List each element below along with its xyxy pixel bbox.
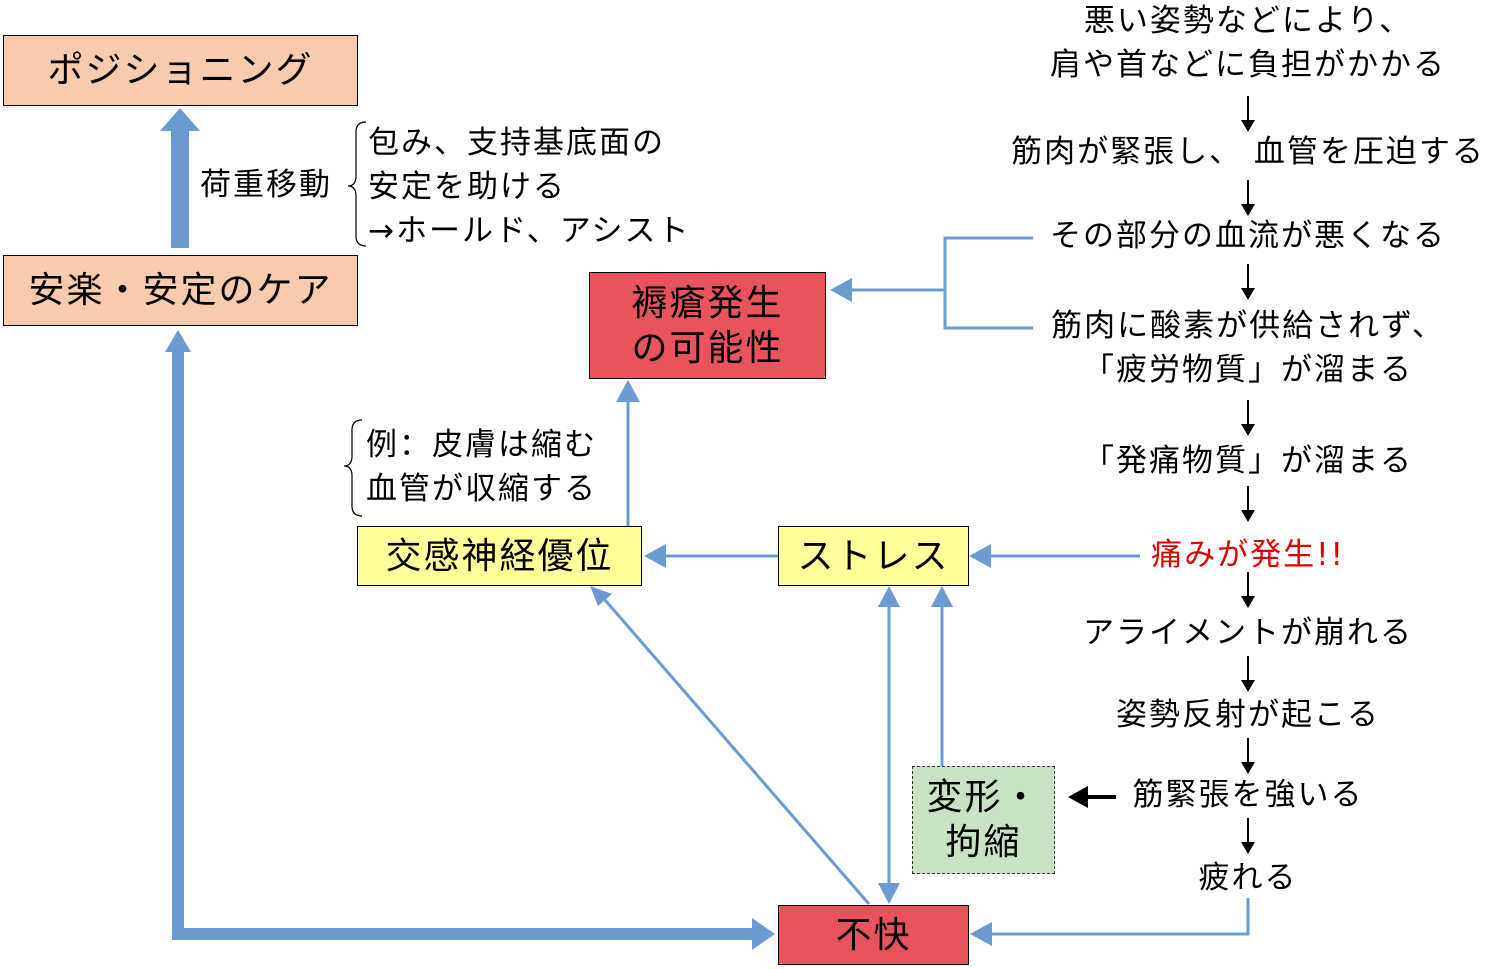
pressure-ulcer-box: 褥瘡発生 の可能性 [589, 272, 826, 379]
flow-step-1-line1: 悪い姿勢などにより、 [1083, 3, 1413, 39]
flow-step-4-line1: 筋肉に酸素が供給されず、 [1051, 308, 1445, 344]
arrow-stress-discomfort-bidirectional [878, 586, 900, 904]
arrow-bloodflow-to-pressure-ulcer [850, 236, 1033, 330]
pressure-ulcer-label-line2: の可能性 [631, 327, 784, 369]
flow-step-6-pain: 痛みが発生!! [1151, 537, 1345, 573]
example-note-line2: 血管が収縮する [366, 471, 597, 507]
sympathetic-box: 交感神経優位 [357, 526, 642, 586]
arrow-sympathetic-to-pressure-ulcer [616, 380, 640, 527]
flow-step-5: 「発痛物質」が溜まる [1083, 443, 1413, 479]
support-note-line3: →ホールド、アシスト [368, 213, 691, 249]
arrow-stress-to-sympathetic [644, 544, 779, 568]
comfort-care-box: 安楽・安定のケア [3, 255, 358, 326]
positioning-box: ポジショニング [3, 35, 358, 106]
arrow-tired-to-discomfort [970, 898, 1250, 946]
deformity-label-line2: 拘縮 [945, 822, 1022, 863]
brace-example [343, 419, 363, 517]
stress-box: ストレス [778, 526, 969, 586]
example-note-line1: 例：皮膚は縮む [366, 427, 597, 463]
flow-step-2: 筋肉が緊張し、 血管を圧迫する [1011, 134, 1485, 170]
flow-step-1-line2: 肩や首などに負担がかかる [1050, 47, 1446, 83]
deformity-box: 変形・ 拘縮 [912, 766, 1055, 874]
example-note: 例：皮膚は縮む 血管が収縮する [366, 423, 597, 511]
support-note-line1: 包み、支持基底面の [368, 125, 665, 161]
discomfort-box: 不快 [778, 905, 969, 965]
stress-label: ストレス [797, 535, 950, 577]
flow-step-10: 疲れる [1198, 860, 1298, 896]
flow-step-7: アライメントが崩れる [1083, 615, 1413, 651]
discomfort-label: 不快 [835, 914, 912, 956]
arrow-care-to-positioning [160, 108, 200, 248]
arrow-discomfort-to-care [165, 330, 775, 950]
comfort-care-label: 安楽・安定のケア [28, 270, 333, 311]
arrow-pain-to-stress [969, 544, 1140, 568]
positioning-label: ポジショニング [47, 50, 314, 91]
arrow-discomfort-to-sympathetic [590, 586, 871, 905]
support-note-line2: 安定を助ける [368, 169, 566, 205]
arrow-deformity-to-stress [931, 586, 953, 766]
flow-step-4-line2: 「疲労物質」が溜まる [1083, 352, 1413, 388]
support-note: 包み、支持基底面の 安定を助ける →ホールド、アシスト [368, 121, 691, 253]
flow-step-9: 筋緊張を強いる [1132, 777, 1364, 813]
sympathetic-label: 交感神経優位 [385, 535, 614, 577]
weight-shift-label: 荷重移動 [200, 167, 332, 203]
pressure-ulcer-label-line1: 褥瘡発生 [631, 282, 784, 324]
flow-step-3: その部分の血流が悪くなる [1050, 218, 1446, 254]
arrow-tension-to-deformity [1068, 786, 1116, 808]
flow-arrowheads [1241, 120, 1255, 854]
deformity-label-line1: 変形・ [926, 777, 1041, 818]
flow-step-8: 姿勢反射が起こる [1116, 697, 1380, 733]
brace-support [347, 121, 367, 247]
